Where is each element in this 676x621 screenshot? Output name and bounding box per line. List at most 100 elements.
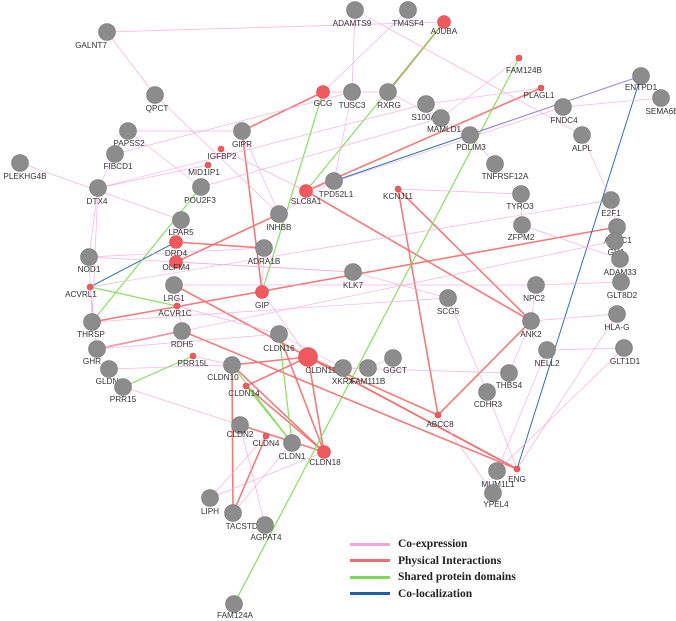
node-ypel4[interactable]: YPEL4 bbox=[483, 484, 509, 510]
node-circle-gldn[interactable] bbox=[100, 360, 118, 378]
node-circle-rdh5[interactable] bbox=[173, 322, 191, 340]
node-circle-acvrl1[interactable] bbox=[86, 283, 94, 291]
node-tm4sf4[interactable]: TM4SF4 bbox=[392, 1, 424, 29]
node-circle-pou2f3[interactable] bbox=[192, 178, 210, 196]
node-circle-nell2[interactable] bbox=[538, 341, 556, 359]
node-circle-adamts9[interactable] bbox=[346, 1, 364, 19]
node-cldn4[interactable]: CLDN4 bbox=[253, 432, 280, 448]
node-circle-fndc4[interactable] bbox=[554, 98, 572, 116]
node-circle-olfm4[interactable] bbox=[169, 255, 183, 269]
node-scg5[interactable]: SCG5 bbox=[437, 289, 460, 317]
node-circle-tusc3[interactable] bbox=[343, 83, 361, 101]
node-slc8a1[interactable]: SLC8A1 bbox=[291, 184, 322, 207]
node-circle-ypel4[interactable] bbox=[484, 484, 502, 502]
node-s100a1[interactable]: S100A1 bbox=[411, 95, 441, 123]
node-circle-scg5[interactable] bbox=[439, 289, 457, 307]
node-gipr[interactable]: GIPR bbox=[232, 122, 252, 150]
node-cldn2[interactable]: CLDN2 bbox=[227, 416, 254, 440]
node-circle-cldn2[interactable] bbox=[231, 416, 249, 434]
node-circle-mid1ip1[interactable] bbox=[204, 161, 212, 169]
node-olfm4[interactable]: OLFM4 bbox=[162, 255, 190, 273]
node-glt8d2[interactable]: GLT8D2 bbox=[607, 273, 638, 301]
node-mum1l1[interactable]: MUM1L1 bbox=[481, 462, 515, 490]
node-pdlim3[interactable]: PDLIM3 bbox=[456, 126, 486, 153]
node-gldn[interactable]: GLDN bbox=[96, 360, 119, 387]
node-gcg[interactable]: GCG bbox=[314, 85, 333, 109]
node-circle-cldn19[interactable] bbox=[298, 347, 318, 367]
node-circle-tyro3[interactable] bbox=[512, 185, 530, 203]
node-circle-tnfrsf12a[interactable] bbox=[486, 155, 504, 173]
node-e2f1[interactable]: E2F1 bbox=[601, 191, 621, 219]
node-dtx4[interactable]: DTX4 bbox=[87, 179, 108, 207]
node-hla-g[interactable]: HLA-G bbox=[604, 305, 630, 333]
node-galnt7[interactable]: GALNT7 bbox=[75, 23, 116, 51]
node-circle-eng[interactable] bbox=[513, 465, 521, 473]
node-xkrx[interactable]: XKRX bbox=[332, 359, 355, 387]
node-circle-mum1l1[interactable] bbox=[488, 462, 506, 480]
node-circle-cldn16[interactable] bbox=[270, 325, 288, 343]
node-circle-zfpm2[interactable] bbox=[513, 216, 531, 234]
node-entpd1[interactable]: ENTPD1 bbox=[625, 67, 658, 93]
node-prr15[interactable]: PRR15 bbox=[110, 378, 137, 405]
node-lpar5[interactable]: LPAR5 bbox=[168, 211, 194, 238]
node-papss2[interactable]: PAPSS2 bbox=[113, 122, 145, 149]
node-ajuba[interactable]: AJUBA bbox=[431, 15, 458, 37]
node-ghr[interactable]: GHR bbox=[83, 340, 106, 367]
node-npc2[interactable]: NPC2 bbox=[523, 276, 545, 304]
node-circle-fibcd1[interactable] bbox=[106, 145, 124, 163]
node-nell2[interactable]: NELL2 bbox=[534, 341, 560, 369]
node-circle-mamld1[interactable] bbox=[432, 109, 450, 127]
node-zfpm2[interactable]: ZFPM2 bbox=[508, 216, 535, 243]
node-circle-gipr[interactable] bbox=[233, 122, 251, 140]
node-circle-e2f1[interactable] bbox=[602, 191, 620, 209]
node-circle-cldn14[interactable] bbox=[242, 382, 250, 390]
node-igfbp2[interactable]: IGFBP2 bbox=[207, 145, 237, 161]
node-circle-agpat4[interactable] bbox=[256, 516, 274, 534]
node-circle-qpct[interactable] bbox=[146, 86, 164, 104]
node-tnfrsf12a[interactable]: TNFRSF12A bbox=[482, 155, 529, 182]
node-circle-alpl[interactable] bbox=[573, 126, 591, 144]
node-cldn16[interactable]: CLDN16 bbox=[263, 325, 295, 354]
node-circle-gcg[interactable] bbox=[316, 85, 330, 99]
node-sema6b[interactable]: SEMA6B bbox=[645, 89, 676, 117]
node-ank2[interactable]: ANK2 bbox=[520, 312, 542, 340]
node-fam124b[interactable]: FAM124B bbox=[506, 54, 543, 75]
node-thbs4[interactable]: THBS4 bbox=[496, 364, 523, 391]
node-glt1d1[interactable]: GLT1D1 bbox=[610, 339, 641, 367]
node-circle-tacstd2[interactable] bbox=[224, 504, 242, 522]
node-circle-lpar5[interactable] bbox=[172, 211, 190, 229]
node-circle-kcnj11[interactable] bbox=[394, 185, 402, 193]
node-alpl[interactable]: ALPL bbox=[572, 126, 592, 154]
node-circle-galnt7[interactable] bbox=[98, 23, 116, 41]
node-cldn1[interactable]: CLDN1 bbox=[279, 434, 306, 462]
node-fndc4[interactable]: FNDC4 bbox=[550, 98, 578, 126]
node-cldn18[interactable]: CLDN18 bbox=[309, 445, 341, 468]
node-circle-drd4[interactable] bbox=[169, 235, 183, 249]
node-adra1b[interactable]: ADRA1B bbox=[248, 239, 281, 267]
node-circle-ajuba[interactable] bbox=[437, 15, 451, 29]
node-tusc3[interactable]: TUSC3 bbox=[339, 83, 366, 111]
node-circle-npc2[interactable] bbox=[527, 276, 545, 294]
node-acvr1c[interactable]: ACVR1C bbox=[158, 302, 192, 318]
node-circle-gh1[interactable] bbox=[606, 232, 624, 250]
node-circle-entpd1[interactable] bbox=[632, 67, 650, 85]
node-tpd52l1[interactable]: TPD52L1 bbox=[319, 172, 354, 200]
node-circle-thbs4[interactable] bbox=[500, 364, 518, 382]
node-liph[interactable]: LIPH bbox=[201, 489, 219, 517]
node-circle-thrsp[interactable] bbox=[83, 313, 101, 331]
node-acvrl1[interactable]: ACVRL1 bbox=[65, 283, 97, 299]
node-nod1[interactable]: NOD1 bbox=[78, 248, 101, 275]
node-circle-papss2[interactable] bbox=[119, 122, 137, 140]
node-circle-pdlim3[interactable] bbox=[461, 126, 479, 144]
node-circle-slc8a1[interactable] bbox=[299, 184, 313, 198]
node-mid1ip1[interactable]: MID1IP1 bbox=[188, 161, 220, 177]
node-plagl1[interactable]: PLAGL1 bbox=[524, 84, 555, 100]
node-circle-cldn1[interactable] bbox=[283, 434, 301, 452]
node-circle-lrg1[interactable] bbox=[165, 276, 183, 294]
node-circle-tpd52l1[interactable] bbox=[325, 172, 343, 190]
node-circle-cldn18[interactable] bbox=[317, 445, 331, 459]
node-circle-sema6b[interactable] bbox=[652, 89, 670, 107]
node-circle-ghr[interactable] bbox=[88, 340, 106, 358]
node-adam33[interactable]: ADAM33 bbox=[604, 250, 637, 278]
node-thrsp[interactable]: THRSP bbox=[77, 313, 105, 340]
